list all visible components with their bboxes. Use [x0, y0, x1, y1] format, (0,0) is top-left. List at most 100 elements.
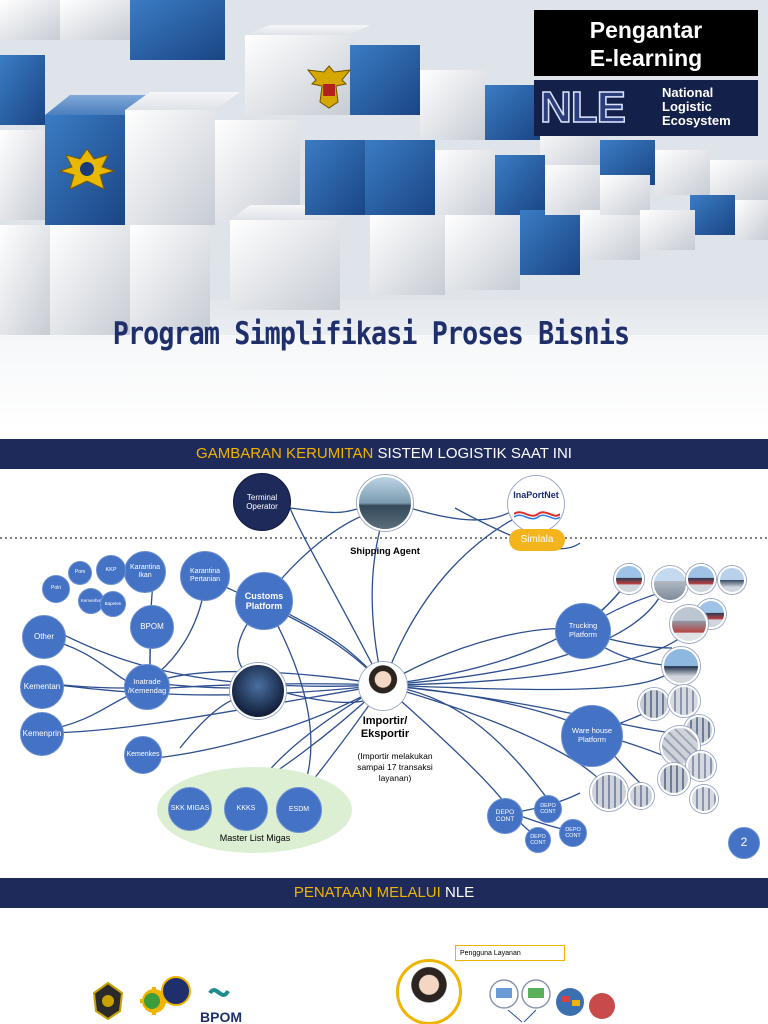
pom-label: Pom — [74, 569, 86, 576]
pom-node: Pom — [68, 561, 92, 585]
inaportnet-logo: InaPortNet — [508, 476, 564, 532]
container-yard-icon — [589, 993, 615, 1019]
warehouse-photo-9 — [628, 783, 654, 809]
kkp-label: KKP — [105, 566, 117, 573]
polri-node: Polri — [42, 575, 70, 603]
bpom-label: BPOM — [140, 622, 164, 632]
depo-label-4: DEPO CONT — [565, 826, 581, 839]
slide-cover: Pengantar E-learning NLE National Logist… — [0, 0, 768, 433]
trucking-label: Trucking Platform — [568, 621, 598, 639]
ministry-logos — [92, 976, 230, 1021]
master-list-label: Master List Migas — [219, 833, 291, 843]
bpom-node: BPOM — [130, 605, 174, 649]
slide3-banner: PENATAAN MELALUI NLE — [0, 878, 768, 908]
kementan-label: Kementan — [23, 682, 61, 692]
esdm-label: ESDM — [288, 805, 310, 813]
nle-line-3: Ecosystem — [662, 113, 731, 128]
kkp-node: KKP — [96, 555, 126, 585]
customs-platform-node: Customs Platform — [235, 572, 293, 630]
service-user-label: Pengguna Layanan — [455, 945, 565, 961]
kemenprin-node: Kemenprin — [20, 712, 64, 756]
globe-logo-icon — [161, 976, 191, 1006]
karantina-pertanian-node: Karantina Pertanian — [180, 551, 230, 601]
warehouse-photo-2 — [668, 685, 700, 717]
skk-migas-node: SKK MIGAS — [168, 787, 212, 831]
kemenkes-label: Kemenkes — [126, 750, 160, 758]
kkks-node: KKKS — [224, 787, 268, 831]
slide-nle-arrangement: PENATAAN MELALUI NLE BPOM Pengguna Layan… — [0, 873, 768, 1024]
karantina-ikan-label: Karantina Ikan — [130, 563, 160, 579]
depo-node-2: DEPO CONT — [534, 795, 562, 823]
shipping-agent-label: Shipping Agent — [350, 546, 420, 557]
esdm-node: ESDM — [276, 787, 322, 833]
ship-photo — [357, 475, 413, 531]
depo-node-1: DEPO CONT — [487, 798, 523, 834]
banner-highlight: PENATAAN MELALUI — [293, 884, 441, 901]
truck-photo-6 — [670, 605, 708, 643]
page-number: 2 — [740, 835, 748, 850]
importir-photo — [359, 662, 407, 710]
nle-logo: NLE National Logistic Ecosystem — [534, 80, 758, 136]
warehouse-label: Ware house Platform — [571, 726, 613, 744]
kemenhut-node: Kemenhut — [78, 588, 104, 614]
other-label: Other — [33, 632, 54, 642]
depo-label-3: DEPO CONT — [530, 833, 546, 846]
banner-rest: NLE — [440, 884, 475, 901]
kementan-node: Kementan — [20, 665, 64, 709]
customs-emblem-icon — [58, 148, 116, 190]
skk-migas-label: SKK MIGAS — [170, 804, 210, 812]
kemenprin-label: Kemenprin — [22, 729, 62, 739]
truck-photo-4 — [718, 566, 746, 594]
truck-photo-7 — [662, 647, 700, 685]
nle-mark: NLE — [539, 82, 627, 133]
importir-label: Importir/ Eksportir — [360, 715, 410, 740]
elearning-badge: Pengantar E-learning — [534, 10, 758, 76]
inatrade-node: Inatrade /Kemendag — [124, 664, 170, 710]
inaportnet-text: InaPortNet — [513, 490, 559, 500]
nle-line-1: National — [662, 85, 714, 100]
slide2-banner: GAMBARAN KERUMITAN SISTEM LOGISTIK SAAT … — [0, 439, 768, 469]
karantina-pertanian-label: Karantina Pertanian — [190, 567, 220, 583]
warehouse-photo-1 — [638, 688, 670, 720]
nle-line-2: Logistic — [662, 99, 712, 114]
kemenkes-node: Kemenkes — [124, 736, 162, 774]
depo-node-3: DEPO CONT — [525, 827, 551, 853]
trucking-platform-node: Trucking Platform — [555, 603, 611, 659]
banner-highlight: GAMBARAN KERUMITAN — [196, 445, 374, 462]
kkks-label: KKKS — [236, 804, 256, 812]
logistics-icons — [489, 979, 615, 1023]
other-node: Other — [22, 615, 66, 659]
nle-wordmark: National Logistic Ecosystem — [662, 86, 731, 128]
warehouse-photo-6 — [658, 763, 690, 795]
badge-line-2: E-learning — [589, 45, 703, 71]
importir-note: (Importir melakukan sampai 17 transaksi … — [357, 751, 433, 783]
bpom-leaf-icon — [208, 988, 230, 997]
polri-label: Polri — [50, 585, 61, 592]
depo-label-1: DEPO CONT — [495, 808, 515, 823]
warehouse-photo-5 — [686, 751, 716, 781]
terminal-operator-label: Terminal Operator — [246, 492, 278, 511]
bapeten-node: Bapeten — [100, 591, 126, 617]
wave-icon — [514, 511, 560, 520]
warehouse-platform-node: Ware house Platform — [561, 705, 623, 767]
warehouse-photo-8 — [590, 773, 628, 811]
slide-current-logistics: GAMBARAN KERUMITAN SISTEM LOGISTIK SAAT … — [0, 433, 768, 873]
garuda-emblem-icon — [306, 65, 352, 109]
customs-platform-label: Customs Platform — [244, 590, 284, 611]
banner-rest: SISTEM LOGISTIK SAAT INI — [373, 445, 572, 462]
service-user-photo — [396, 959, 462, 1024]
terminal-operator-node: Terminal Operator — [233, 473, 291, 531]
badge-line-1: Pengantar — [589, 17, 703, 43]
bpom-logo-text: BPOM — [200, 1009, 242, 1024]
insw-photo — [230, 663, 286, 719]
truck-photo-3 — [686, 564, 716, 594]
inatrade-label: Inatrade /Kemendag — [127, 677, 167, 695]
truck-photo-1 — [614, 564, 644, 594]
karantina-ikan-node: Karantina Ikan — [124, 551, 166, 593]
cover-title: Program Simplifikasi Proses Bisnis — [112, 316, 630, 352]
kemenhut-label: Kemenhut — [80, 598, 102, 604]
bapeten-label: Bapeten — [104, 601, 122, 607]
depo-node-4: DEPO CONT — [559, 819, 587, 847]
truck-photo-2 — [652, 566, 688, 602]
warehouse-photo-7 — [690, 785, 718, 813]
